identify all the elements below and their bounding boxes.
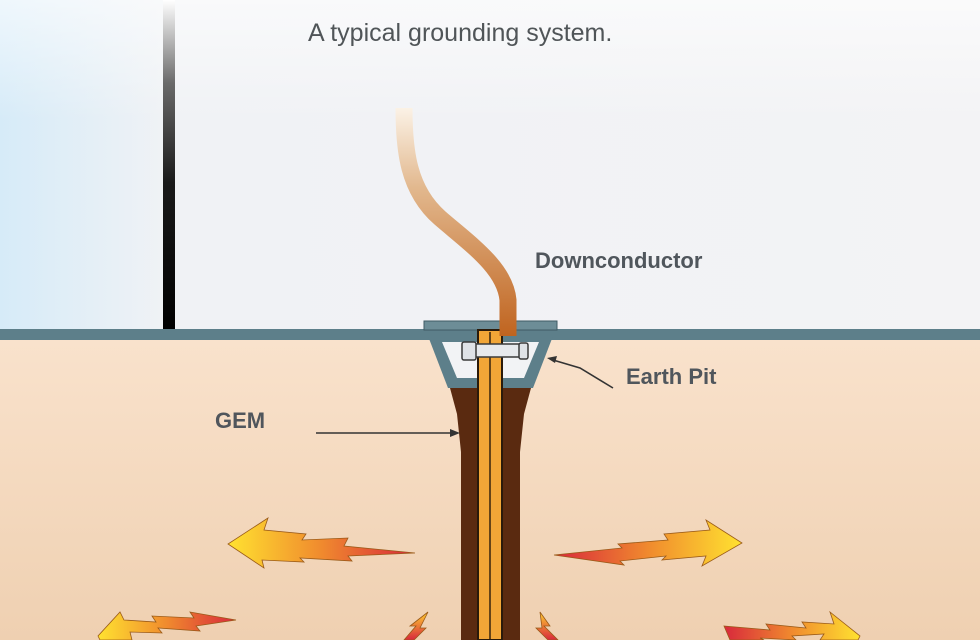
pole [163,0,175,332]
arrow-right-upper [553,518,743,567]
arrow-left-upper [227,517,416,569]
arrow-left-lower [97,611,237,640]
electrode-rod [477,329,503,640]
downconductor-label: Downconductor [535,248,703,273]
gem-label: GEM [215,408,266,433]
arrow-down-left [403,611,429,640]
earth-pit-leader [552,359,614,389]
diagram-title: A typical grounding system. [308,19,613,47]
earth-pit-label: Earth Pit [626,364,717,389]
clamp-bolt [461,341,529,361]
arrow-down-right [535,611,559,640]
downconductor-wire [395,107,517,336]
arrow-right-lower [723,610,861,640]
current-arrows [97,517,861,640]
